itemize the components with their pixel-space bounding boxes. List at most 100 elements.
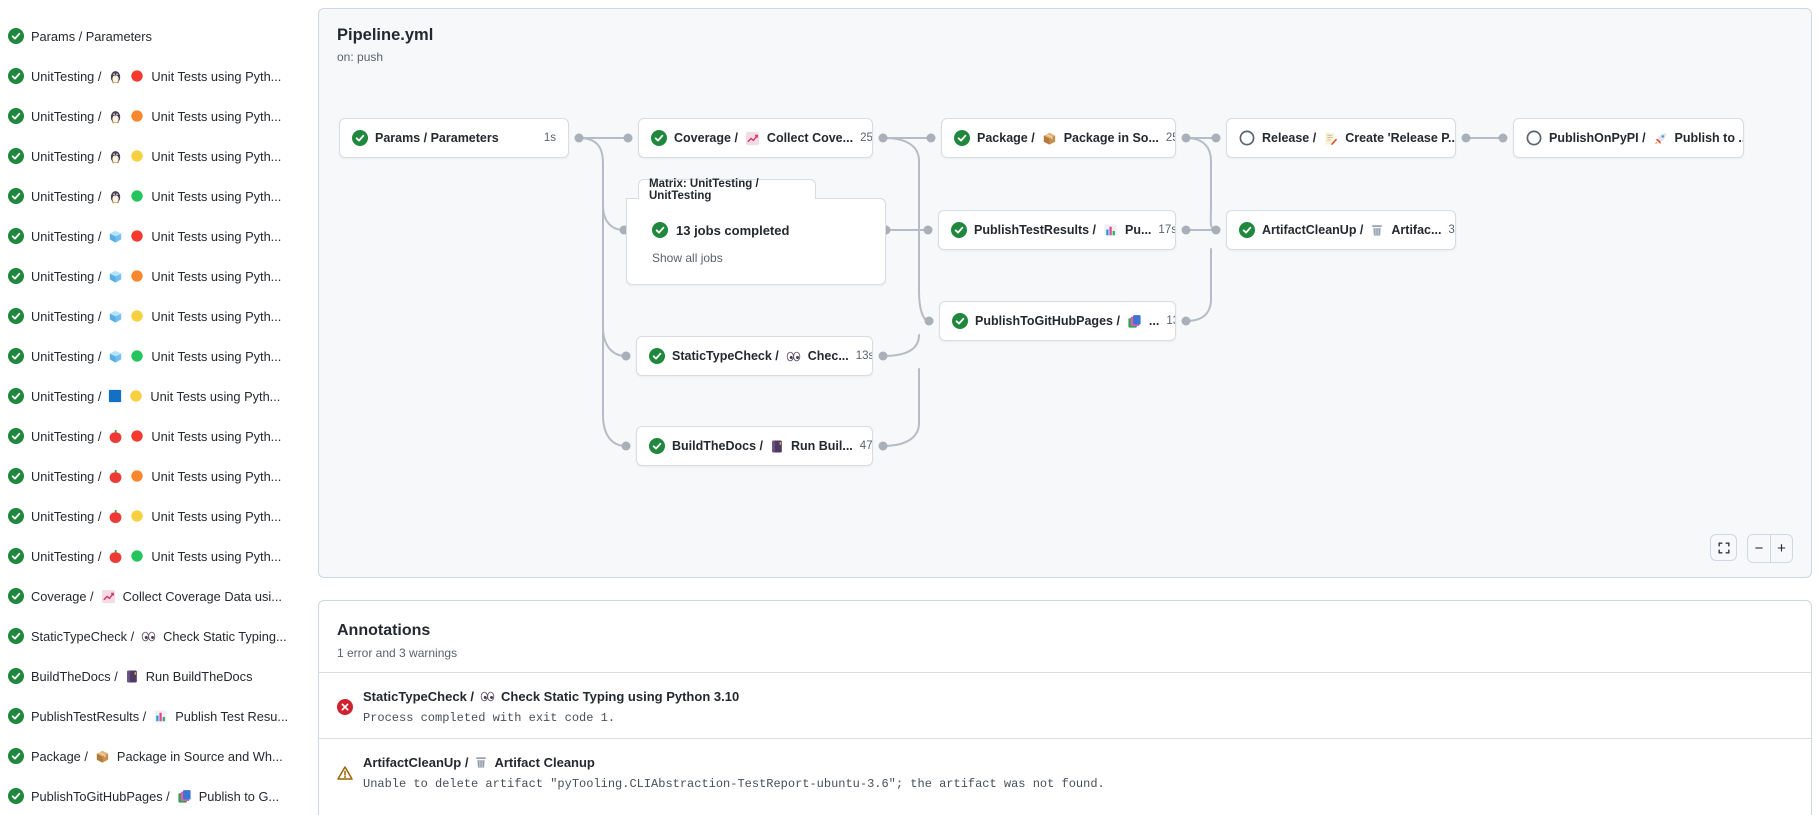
py-yellow-icon (130, 509, 144, 523)
annotation-error: StaticTypeCheck /Check Static Typing usi… (319, 673, 1811, 739)
sidebar-job-item[interactable]: Params / Parameters (8, 20, 304, 52)
zoom-in-button[interactable]: + (1770, 535, 1792, 562)
notebook-icon (770, 439, 784, 454)
py-green-icon (130, 549, 144, 563)
graph-node-publishonpypi[interactable]: PublishOnPyPI /Publish to ... (1513, 118, 1744, 158)
job-label: Unit Tests using Pyth... (151, 428, 282, 444)
job-name: UnitTesting / (31, 188, 102, 204)
ice-cube-icon (108, 269, 123, 284)
py-yellow-icon (129, 389, 143, 403)
check-success-icon (8, 548, 24, 564)
fullscreen-button[interactable] (1710, 534, 1737, 561)
py-red-icon (130, 229, 144, 243)
sidebar-job-item[interactable]: UnitTesting /Unit Tests using Pyth... (8, 220, 304, 252)
job-label: Check Static Typing... (163, 628, 287, 644)
check-success-icon (649, 348, 665, 364)
rocket-icon (1653, 131, 1668, 146)
node-label: Create 'Release P... (1345, 131, 1456, 145)
graph-node-release[interactable]: Release /Create 'Release P... (1226, 118, 1456, 158)
graph-node-publishtogithubpages[interactable]: PublishToGitHubPages /...13s (939, 301, 1176, 341)
ice-cube-icon (108, 309, 123, 324)
sidebar-job-item[interactable]: PublishToGitHubPages /Publish to G... (8, 780, 304, 812)
warning-triangle-icon (337, 755, 353, 791)
graph-node-statictypecheck[interactable]: StaticTypeCheck /Chec...13s (636, 336, 873, 376)
sidebar-job-item[interactable]: Package /Package in Source and Wh... (8, 740, 304, 772)
circle-skipped-icon (1239, 130, 1255, 146)
node-duration: 47s (859, 440, 873, 452)
sidebar-job-item[interactable]: UnitTesting /Unit Tests using Pyth... (8, 380, 304, 412)
graph-node-artifactcleanup[interactable]: ArtifactCleanUp /Artifac...3s (1226, 210, 1456, 250)
matrix-group-box: 13 jobs completed Show all jobs (626, 198, 886, 285)
graph-node-buildthedocs[interactable]: BuildTheDocs /Run Buil...47s (636, 426, 873, 466)
sidebar-job-item[interactable]: UnitTesting /Unit Tests using Pyth... (8, 460, 304, 492)
job-name: Coverage / (31, 588, 94, 604)
job-name: UnitTesting / (31, 148, 102, 164)
check-success-icon (8, 68, 24, 84)
memo-icon (1323, 131, 1338, 146)
check-success-icon (8, 308, 24, 324)
py-orange-icon (130, 109, 144, 123)
sidebar-job-item[interactable]: UnitTesting /Unit Tests using Pyth... (8, 60, 304, 92)
node-label: Artifac... (1391, 223, 1442, 237)
job-label: Package in Source and Wh... (116, 748, 283, 764)
sidebar-job-item[interactable]: UnitTesting /Unit Tests using Pyth... (8, 100, 304, 132)
job-label: Unit Tests using Pyth... (151, 108, 282, 124)
show-all-jobs-link[interactable]: Show all jobs (652, 251, 723, 265)
job-name: Params / Parameters (31, 28, 152, 44)
sidebar-job-item[interactable]: PublishTestResults /Publish Test Resu... (8, 700, 304, 732)
sidebar-job-item[interactable]: UnitTesting /Unit Tests using Pyth... (8, 420, 304, 452)
graph-node-coverage[interactable]: Coverage /Collect Cove...25s (638, 118, 873, 158)
sidebar-job-item[interactable]: UnitTesting /Unit Tests using Pyth... (8, 300, 304, 332)
apple-icon (108, 469, 123, 484)
check-success-icon (8, 148, 24, 164)
bar-chart-icon (153, 709, 168, 724)
eyes-icon (141, 629, 156, 644)
graph-node-publishtestresults[interactable]: PublishTestResults /Pu...17s (938, 210, 1176, 250)
eyes-icon (480, 689, 495, 704)
chart-up-icon (745, 131, 760, 146)
pipeline-title: Pipeline.yml (337, 26, 434, 44)
annotations-list: StaticTypeCheck /Check Static Typing usi… (319, 673, 1811, 804)
job-label: Collect Coverage Data usi... (122, 588, 282, 604)
job-name: UnitTesting / (31, 508, 102, 524)
job-name: BuildTheDocs / (31, 668, 118, 684)
node-duration: 13s (1166, 315, 1175, 327)
annotation-title-link[interactable]: ArtifactCleanUp /Artifact Cleanup (363, 755, 1105, 770)
sidebar-job-item[interactable]: UnitTesting /Unit Tests using Pyth... (8, 180, 304, 212)
sidebar-job-item[interactable]: UnitTesting /Unit Tests using Pyth... (8, 260, 304, 292)
annotation-title-link[interactable]: StaticTypeCheck /Check Static Typing usi… (363, 689, 739, 704)
workflow-graph-card: Pipeline.yml on: push (318, 8, 1812, 578)
job-label: Unit Tests using Pyth... (151, 228, 282, 244)
sidebar-job-item[interactable]: BuildTheDocs /Run BuildTheDocs (8, 660, 304, 692)
node-label: Run Buil... (790, 439, 853, 453)
sidebar-job-item[interactable]: Coverage / Collect Coverage Data usi... (8, 580, 304, 612)
check-success-icon (952, 313, 968, 329)
job-name: UnitTesting / (31, 268, 102, 284)
sidebar-job-item[interactable]: UnitTesting / Unit Tests using Pyth... (8, 340, 304, 372)
annotation-job-name: StaticTypeCheck / (363, 689, 475, 704)
job-name: UnitTesting / (31, 348, 102, 364)
package-box-icon (95, 749, 110, 764)
py-orange-icon (130, 469, 144, 483)
node-duration: 3s (1448, 224, 1455, 236)
sidebar-job-item[interactable]: StaticTypeCheck /Check Static Typing... (8, 620, 304, 652)
sidebar-job-item[interactable]: UnitTesting /Unit Tests using Pyth... (8, 140, 304, 172)
graph-node-package[interactable]: Package /Package in So...25s (941, 118, 1176, 158)
zoom-out-button[interactable]: − (1748, 535, 1770, 562)
sidebar-job-item[interactable]: UnitTesting /Unit Tests using Pyth... (8, 500, 304, 532)
annotation-body: StaticTypeCheck /Check Static Typing usi… (363, 689, 739, 725)
check-success-icon (954, 130, 970, 146)
sidebar-job-item[interactable]: UnitTesting /Unit Tests using Pyth... (8, 540, 304, 572)
py-green-icon (130, 189, 144, 203)
x-error-icon (337, 689, 353, 725)
py-red-icon (130, 69, 144, 83)
py-yellow-icon (130, 309, 144, 323)
graph-controls: − + (1710, 534, 1793, 563)
job-label: Unit Tests using Pyth... (151, 348, 282, 364)
check-success-icon (8, 588, 24, 604)
bar-chart-icon (1103, 223, 1118, 238)
job-label: Unit Tests using Pyth... (151, 468, 282, 484)
node-name: Package / (977, 131, 1035, 145)
